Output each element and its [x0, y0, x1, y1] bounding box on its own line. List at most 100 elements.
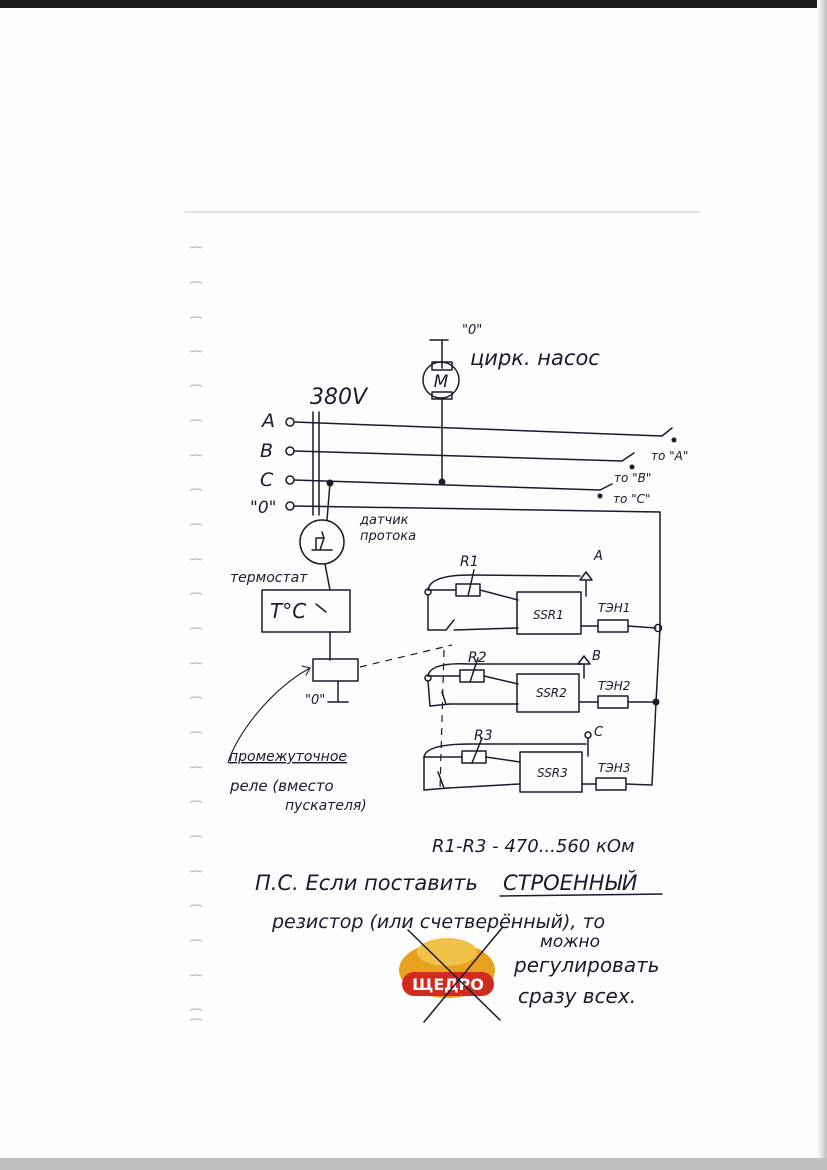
- ch2-phase-arrow-icon: [577, 655, 591, 665]
- relay-label-2: реле (вместо: [229, 777, 334, 795]
- motor-symbol: M: [434, 372, 449, 392]
- out-b-dot: [629, 464, 635, 470]
- ps-line-4: регулировать: [513, 953, 660, 977]
- flow-sensor: датчик протока: [299, 482, 416, 591]
- supply-voltage-label: 380V: [310, 385, 369, 410]
- heater1-icon: [597, 619, 629, 633]
- neutral-bus-vertical-3: [651, 701, 657, 786]
- thermostat-label: термостат: [230, 570, 308, 586]
- stamp-cross-line-1: [407, 929, 501, 1021]
- ps-line-1-underlined: СТРОЕННЫЙ: [503, 870, 638, 895]
- phase-label-neutral: "0": [250, 498, 276, 518]
- sensor-lead-bottom: [324, 563, 331, 591]
- ps-note: П.С. Если поставить СТРОЕННЫЙ резистор (…: [255, 870, 663, 1008]
- resistor-label-r3: R3: [474, 728, 493, 744]
- relay-pointer-arrow-icon: [301, 665, 311, 676]
- stamp-brand-text: ЩЕДРО: [412, 975, 484, 994]
- ch3-to-neutral: [625, 783, 653, 786]
- channel-1: R1 SSR1 A ТЭН1: [424, 549, 657, 635]
- scan-edge-right: [817, 0, 827, 1170]
- flow-sensor-label-2: протока: [360, 529, 416, 544]
- switch-a-icon: [661, 427, 673, 437]
- resistor-r2-wiper: [469, 657, 479, 683]
- stamp-wheat-top-icon: [417, 938, 477, 966]
- phase-terminals: A B C "0": [250, 410, 295, 518]
- pump-junction-dot: [438, 478, 446, 486]
- bus-line-b: [293, 450, 623, 462]
- neutral-bus-vertical-2: [655, 627, 661, 703]
- ch3-wire-to-ssr: [485, 756, 521, 763]
- out-a-dot: [671, 437, 677, 443]
- terminal-c-icon: [285, 475, 295, 485]
- brand-stamp: ЩЕДРО: [399, 927, 503, 1023]
- ch1-wire-to-ssr: [479, 589, 519, 601]
- ssr2-box: [516, 673, 580, 713]
- switch-b-icon: [621, 452, 635, 462]
- output-label-c: то "C": [613, 492, 651, 506]
- intermediate-relay: "0" промежуточное реле (вместо пускателя…: [227, 644, 453, 814]
- ch2-wire-to-ssr: [483, 675, 519, 685]
- ssr1-box: [516, 591, 582, 635]
- resistor-r1-wiper: [467, 569, 475, 597]
- ch1-relay-contact-icon: [427, 619, 455, 631]
- ssr1-label: SSR1: [533, 608, 564, 622]
- scan-edge-top: [0, 0, 827, 8]
- neutral-right-bus: [651, 511, 663, 786]
- heater2-label: ТЭН2: [598, 679, 630, 693]
- ch3-phase-label: C: [594, 725, 604, 740]
- ch3-phase-terminal-icon: [584, 731, 592, 739]
- flow-switch-symbol: [311, 531, 333, 551]
- stamp-banner-icon: [402, 972, 494, 996]
- phase-label-c: C: [260, 469, 274, 491]
- flow-sensor-label-1: датчик: [359, 513, 409, 528]
- relay-pointer-line: [227, 667, 311, 764]
- ssr2-label: SSR2: [536, 686, 567, 700]
- notebook-margin-marks: [189, 246, 203, 1021]
- heater3-label: ТЭН3: [598, 761, 630, 775]
- relay-label-1: промежуточное: [229, 749, 347, 765]
- relay-mechanical-link: [359, 644, 453, 668]
- relay-mechanical-link-vertical: [439, 649, 445, 791]
- ps-line-1-start: П.С. Если поставить: [255, 871, 478, 895]
- thermostat-contact-icon: [315, 603, 327, 613]
- stamp-cross-line-2: [423, 927, 503, 1023]
- switch-c-icon: [599, 483, 613, 491]
- phase-label-a: A: [260, 410, 275, 432]
- ch3-top-wire: [423, 743, 587, 758]
- bus-line-a: [293, 421, 663, 437]
- thermostat-symbol: T°C: [270, 599, 306, 623]
- out-c-dot: [597, 493, 603, 499]
- ps-line-2: резистор (или счетверённый), то: [271, 911, 605, 933]
- channel-3: R3 SSR3 C ТЭН3: [423, 725, 653, 793]
- output-label-b: то "B": [614, 471, 651, 485]
- scan-edge-bottom: [0, 1158, 827, 1170]
- phase-label-b: B: [260, 440, 273, 462]
- heater1-label: ТЭН1: [598, 601, 630, 615]
- ps-line-5: сразу всех.: [518, 984, 636, 1008]
- resistor-r3-wiper: [471, 737, 483, 764]
- ssr3-box: [519, 751, 583, 793]
- ssr3-label: SSR3: [537, 766, 568, 780]
- terminal-a-icon: [285, 417, 295, 427]
- ch1-top-wire: [427, 574, 581, 591]
- ch3-contact-wire: [447, 783, 521, 789]
- resistor-label-r1: R1: [460, 554, 479, 570]
- sensor-lead-top: [326, 482, 331, 521]
- relay-label-3: пускателя): [285, 798, 367, 814]
- bus-line-neutral: [293, 505, 661, 513]
- ch3-relay-contact-icon: [423, 771, 449, 791]
- circulation-pump: M "0" цирк. насос: [422, 323, 600, 483]
- bus-line-c: [293, 479, 601, 491]
- ch1-to-neutral: [627, 625, 657, 629]
- channel-2: R2 SSR2 B ТЭН2: [424, 649, 657, 713]
- flow-sensor-icon: [299, 519, 345, 565]
- ch2-relay-contact-icon: [429, 691, 451, 707]
- heater2-icon: [597, 695, 629, 709]
- ps-underline: [499, 893, 663, 897]
- pump-label: цирк. насос: [470, 346, 600, 370]
- ps-line-3: можно: [540, 932, 600, 952]
- resistor-value-note: R1-R3 - 470...560 кОм: [432, 836, 635, 857]
- relay-coil-box: [312, 658, 359, 682]
